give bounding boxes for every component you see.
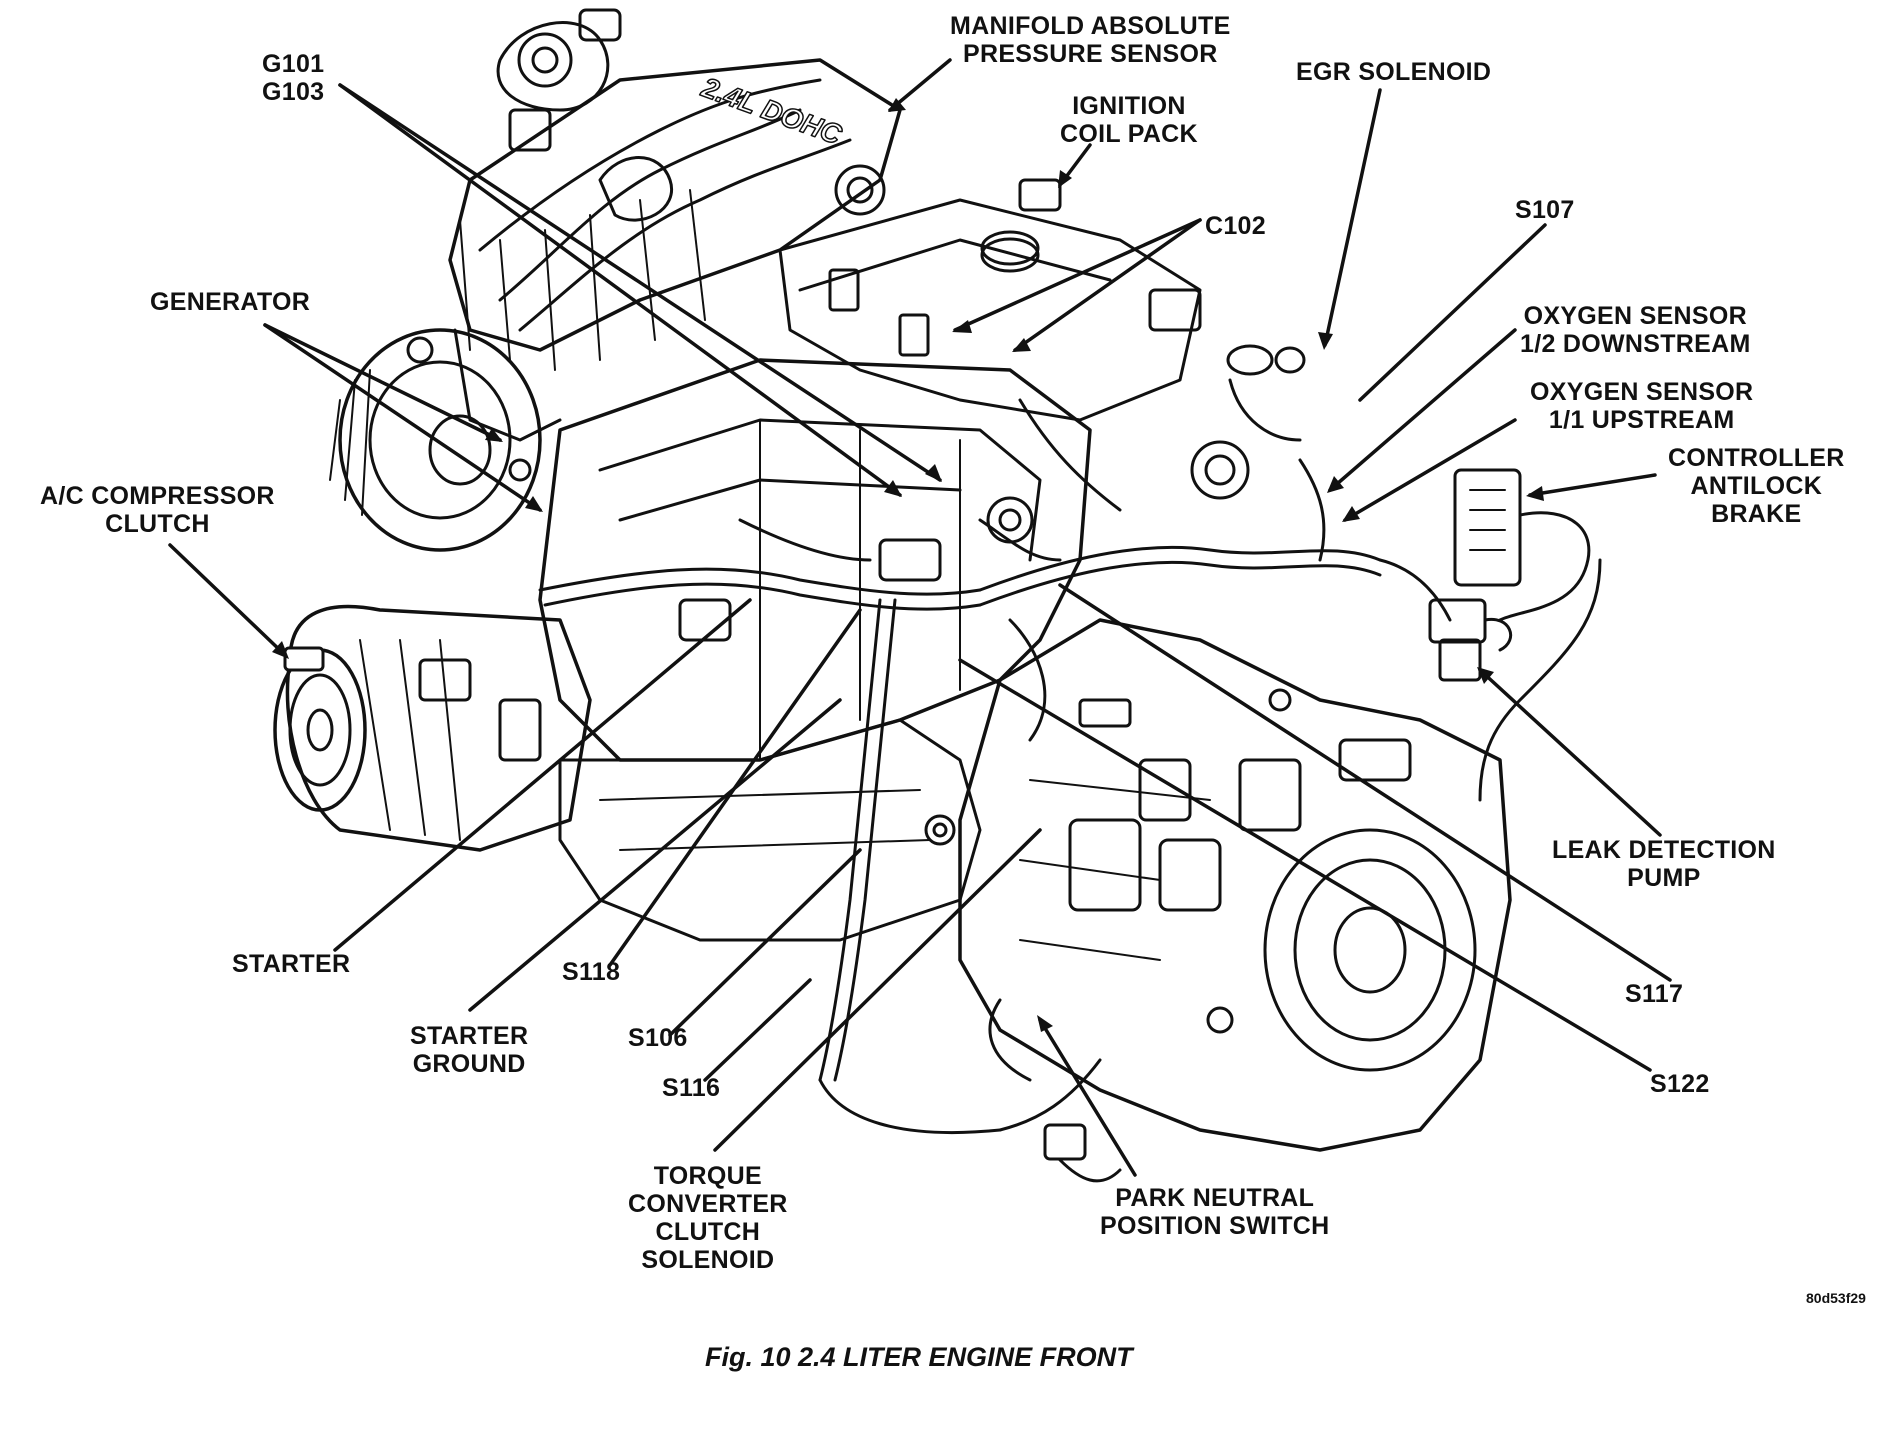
label-s118: S118: [562, 958, 621, 986]
label-s117: S117: [1625, 980, 1684, 1008]
cylinder-head: [778, 178, 1202, 422]
leader-lines: [168, 58, 1672, 1177]
label-egr-solenoid: EGR SOLENOID: [1296, 58, 1492, 86]
label-s107: S107: [1515, 196, 1575, 224]
egr-valve: [1190, 344, 1326, 562]
oil-pan: [558, 718, 982, 942]
label-g101-g103: G101 G103: [262, 50, 325, 106]
label-s106: S106: [628, 1024, 688, 1052]
abs-controller: [1453, 468, 1602, 802]
label-controller-antilock-brake: CONTROLLER ANTILOCK BRAKE: [1668, 444, 1845, 528]
throttle-body: [496, 8, 622, 152]
manifold-text: 2.4L DOHC: [697, 71, 846, 151]
label-generator: GENERATOR: [150, 288, 311, 316]
engine-block: [538, 358, 1092, 762]
label-map-sensor: MANIFOLD ABSOLUTE PRESSURE SENSOR: [950, 12, 1231, 68]
label-ignition-coil-pack: IGNITION COIL PACK: [1060, 92, 1198, 148]
label-leak-detection-pump: LEAK DETECTION PUMP: [1552, 836, 1776, 892]
label-ac-compressor-clutch: A/C COMPRESSOR CLUTCH: [40, 482, 275, 538]
label-starter-ground: STARTER GROUND: [410, 1022, 529, 1078]
label-torque-converter-clutch-solenoid: TORQUE CONVERTER CLUTCH SOLENOID: [628, 1162, 788, 1274]
transaxle: [958, 618, 1512, 1152]
label-s116: S116: [662, 1074, 721, 1102]
label-oxygen-sensor-downstream: OXYGEN SENSOR 1/2 DOWNSTREAM: [1520, 302, 1751, 358]
wiring-harness: [538, 398, 1452, 1183]
label-oxygen-sensor-upstream: OXYGEN SENSOR 1/1 UPSTREAM: [1530, 378, 1754, 434]
leak-detection-pump: [1428, 598, 1513, 682]
label-s122: S122: [1650, 1070, 1710, 1098]
label-c102: C102: [1205, 212, 1266, 240]
label-park-neutral-position-switch: PARK NEUTRAL POSITION SWITCH: [1100, 1184, 1330, 1240]
label-starter: STARTER: [232, 950, 351, 978]
ac-compressor: [273, 604, 592, 852]
intake-manifold: [448, 58, 902, 442]
figure-caption: Fig. 10 2.4 LITER ENGINE FRONT: [705, 1342, 1133, 1372]
figure-code: 80d53f29: [1806, 1290, 1866, 1306]
